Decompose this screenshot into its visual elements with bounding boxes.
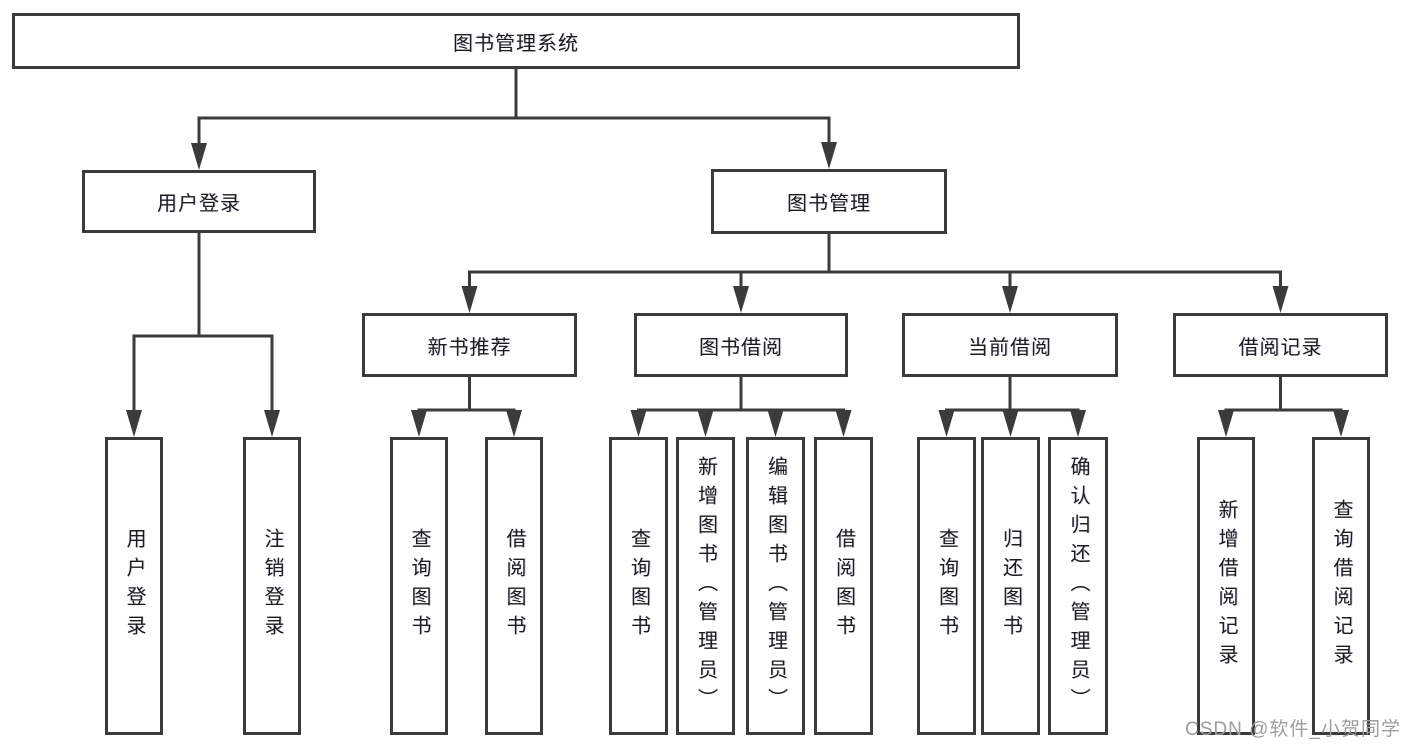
node-label-user-login: 用户登录 bbox=[157, 193, 241, 215]
node-label-leaf-user-login: 用户登录 bbox=[123, 528, 145, 644]
node-leaf-br-query: 查询借阅记录 bbox=[1312, 437, 1370, 735]
node-book-borrow: 图书借阅 bbox=[634, 313, 848, 377]
node-leaf-nb-query: 查询图书 bbox=[390, 437, 448, 735]
node-leaf-bb-add: 新增图书（管理员） bbox=[676, 437, 735, 735]
node-label-leaf-cb-query: 查询图书 bbox=[935, 528, 958, 644]
node-label-leaf-br-add: 新增借阅记录 bbox=[1215, 499, 1237, 673]
node-book-mgmt: 图书管理 bbox=[711, 169, 947, 234]
node-label-leaf-bb-edit: 编辑图书（管理员） bbox=[764, 455, 787, 717]
node-label-leaf-bb-query: 查询图书 bbox=[627, 528, 650, 644]
node-label-leaf-cb-return: 归还图书 bbox=[999, 528, 1022, 644]
node-label-new-book-rec: 新书推荐 bbox=[427, 336, 512, 359]
node-leaf-br-add: 新增借阅记录 bbox=[1197, 437, 1255, 735]
node-leaf-bb-edit: 编辑图书（管理员） bbox=[746, 437, 805, 735]
node-leaf-cb-return: 归还图书 bbox=[981, 437, 1040, 735]
node-label-book-borrow: 图书借阅 bbox=[699, 336, 783, 359]
node-label-borrow-record: 借阅记录 bbox=[1238, 336, 1323, 359]
node-label-leaf-br-query: 查询借阅记录 bbox=[1330, 499, 1352, 673]
node-root: 图书管理系统 bbox=[12, 13, 1020, 69]
node-label-leaf-logout: 注销登录 bbox=[261, 528, 283, 644]
node-leaf-cb-confirm: 确认归还（管理员） bbox=[1048, 437, 1108, 735]
node-leaf-bb-query: 查询图书 bbox=[609, 437, 668, 735]
node-label-book-mgmt: 图书管理 bbox=[787, 193, 871, 215]
watermark-text: CSDN @软件_小贺同学 bbox=[1185, 719, 1401, 740]
node-leaf-cb-query: 查询图书 bbox=[917, 437, 976, 735]
node-label-leaf-bb-borrow: 借阅图书 bbox=[832, 528, 855, 644]
node-new-book-rec: 新书推荐 bbox=[362, 313, 577, 377]
node-leaf-user-login: 用户登录 bbox=[105, 437, 163, 735]
node-label-leaf-nb-borrow: 借阅图书 bbox=[503, 528, 525, 644]
node-label-current-borrow: 当前借阅 bbox=[968, 336, 1052, 359]
node-current-borrow: 当前借阅 bbox=[902, 313, 1118, 377]
node-label-leaf-nb-query: 查询图书 bbox=[408, 528, 430, 644]
node-label-leaf-cb-confirm: 确认归还（管理员） bbox=[1067, 455, 1089, 717]
node-user-login: 用户登录 bbox=[82, 170, 316, 233]
node-label-leaf-bb-add: 新增图书（管理员） bbox=[694, 455, 717, 717]
node-leaf-bb-borrow: 借阅图书 bbox=[814, 437, 873, 735]
node-borrow-record: 借阅记录 bbox=[1173, 313, 1388, 377]
node-label-root: 图书管理系统 bbox=[453, 32, 579, 55]
node-leaf-nb-borrow: 借阅图书 bbox=[485, 437, 543, 735]
node-leaf-logout: 注销登录 bbox=[243, 437, 301, 735]
